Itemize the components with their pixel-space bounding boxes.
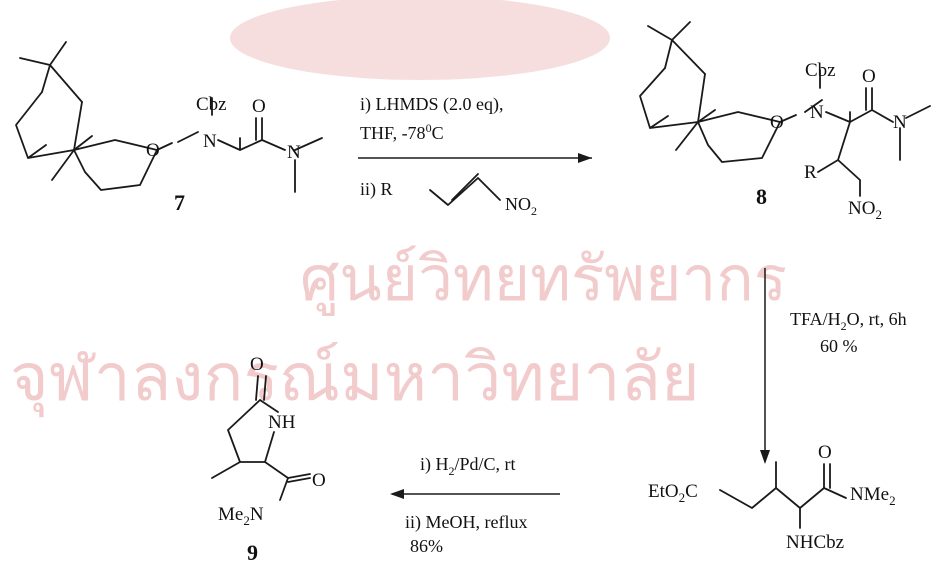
step3-reagent-line1: i) H2/Pd/C, rt — [420, 454, 516, 478]
step2-yield: 60 % — [820, 336, 858, 356]
watermark: ศูนย์วิทยทรัพยากร จุฬาลงกรณ์มหาวิทยาลัย — [10, 0, 787, 418]
amine-nitrogen-7: N — [203, 131, 217, 152]
ring-oxygen-8: O — [770, 112, 784, 133]
nitro-label-8: NO2 — [848, 198, 882, 222]
step1-arrowhead — [578, 153, 592, 163]
watermark-line1: ศูนย์วิทยทรัพยากร — [300, 242, 787, 316]
amide-nitrogen-7: N — [287, 142, 301, 163]
nitroalkene-bonds — [429, 177, 501, 206]
step-1: i) LHMDS (2.0 eq), THF, -780C ii) R NO2 — [358, 94, 592, 218]
compound-7: Cbz O N O N 7 — [15, 41, 323, 215]
ester-label: EtO2C — [648, 481, 698, 505]
compound-number-8: 8 — [756, 184, 767, 209]
step1-nitro-label: NO2 — [505, 194, 537, 218]
step3-arrowhead — [390, 489, 404, 499]
compound-number-9: 9 — [247, 540, 258, 565]
watermark-line2: จุฬาลงกรณ์มหาวิทยาลัย — [10, 339, 700, 418]
intermediate-bonds — [719, 461, 847, 529]
intermediate: EtO2C O NMe2 NHCbz — [648, 442, 896, 553]
step2-reagent-line1: TFA/H2O, rt, 6h — [790, 309, 907, 333]
nhcbz-label: NHCbz — [786, 532, 844, 553]
compound-9: O NH O Me2N 9 — [211, 354, 326, 565]
lactam-oxygen: O — [250, 354, 264, 375]
amide-label-int: NMe2 — [850, 484, 896, 508]
carbonyl-oxygen-7: O — [252, 96, 266, 117]
step-3: i) H2/Pd/C, rt ii) MeOH, reflux 86% — [390, 454, 560, 556]
amide-oxygen-9: O — [312, 470, 326, 491]
dimethylamino-label: Me2N — [218, 504, 264, 528]
compound-8: Cbz O N O N R NO2 8 — [639, 21, 931, 222]
step2-arrowhead — [760, 450, 770, 464]
amide-nitrogen-8: N — [893, 112, 907, 133]
carbonyl-oxygen-8: O — [862, 66, 876, 87]
ring-oxygen-7: O — [146, 140, 160, 161]
step3-yield: 86% — [410, 536, 443, 556]
step1-reagent-line1: i) LHMDS (2.0 eq), — [360, 94, 503, 115]
compound-number-7: 7 — [174, 190, 185, 215]
watermark-seal — [230, 0, 610, 80]
step3-reagent-line2: ii) MeOH, reflux — [405, 512, 527, 533]
cbz-label-7: Cbz — [196, 94, 227, 115]
compound-9-bonds — [211, 375, 311, 501]
step1-reagent-line2: THF, -780C — [360, 121, 444, 143]
r-group-8: R — [804, 162, 817, 183]
compound-8-bonds — [639, 21, 931, 197]
cbz-label-8: Cbz — [805, 60, 836, 81]
step-2: TFA/H2O, rt, 6h 60 % — [760, 268, 907, 464]
amine-nitrogen-8: N — [810, 102, 824, 123]
step1-reagent-line3: ii) R — [360, 179, 393, 200]
carbonyl-oxygen-int: O — [818, 442, 832, 463]
compound-7-bonds — [15, 41, 323, 193]
lactam-nh: NH — [268, 412, 296, 433]
